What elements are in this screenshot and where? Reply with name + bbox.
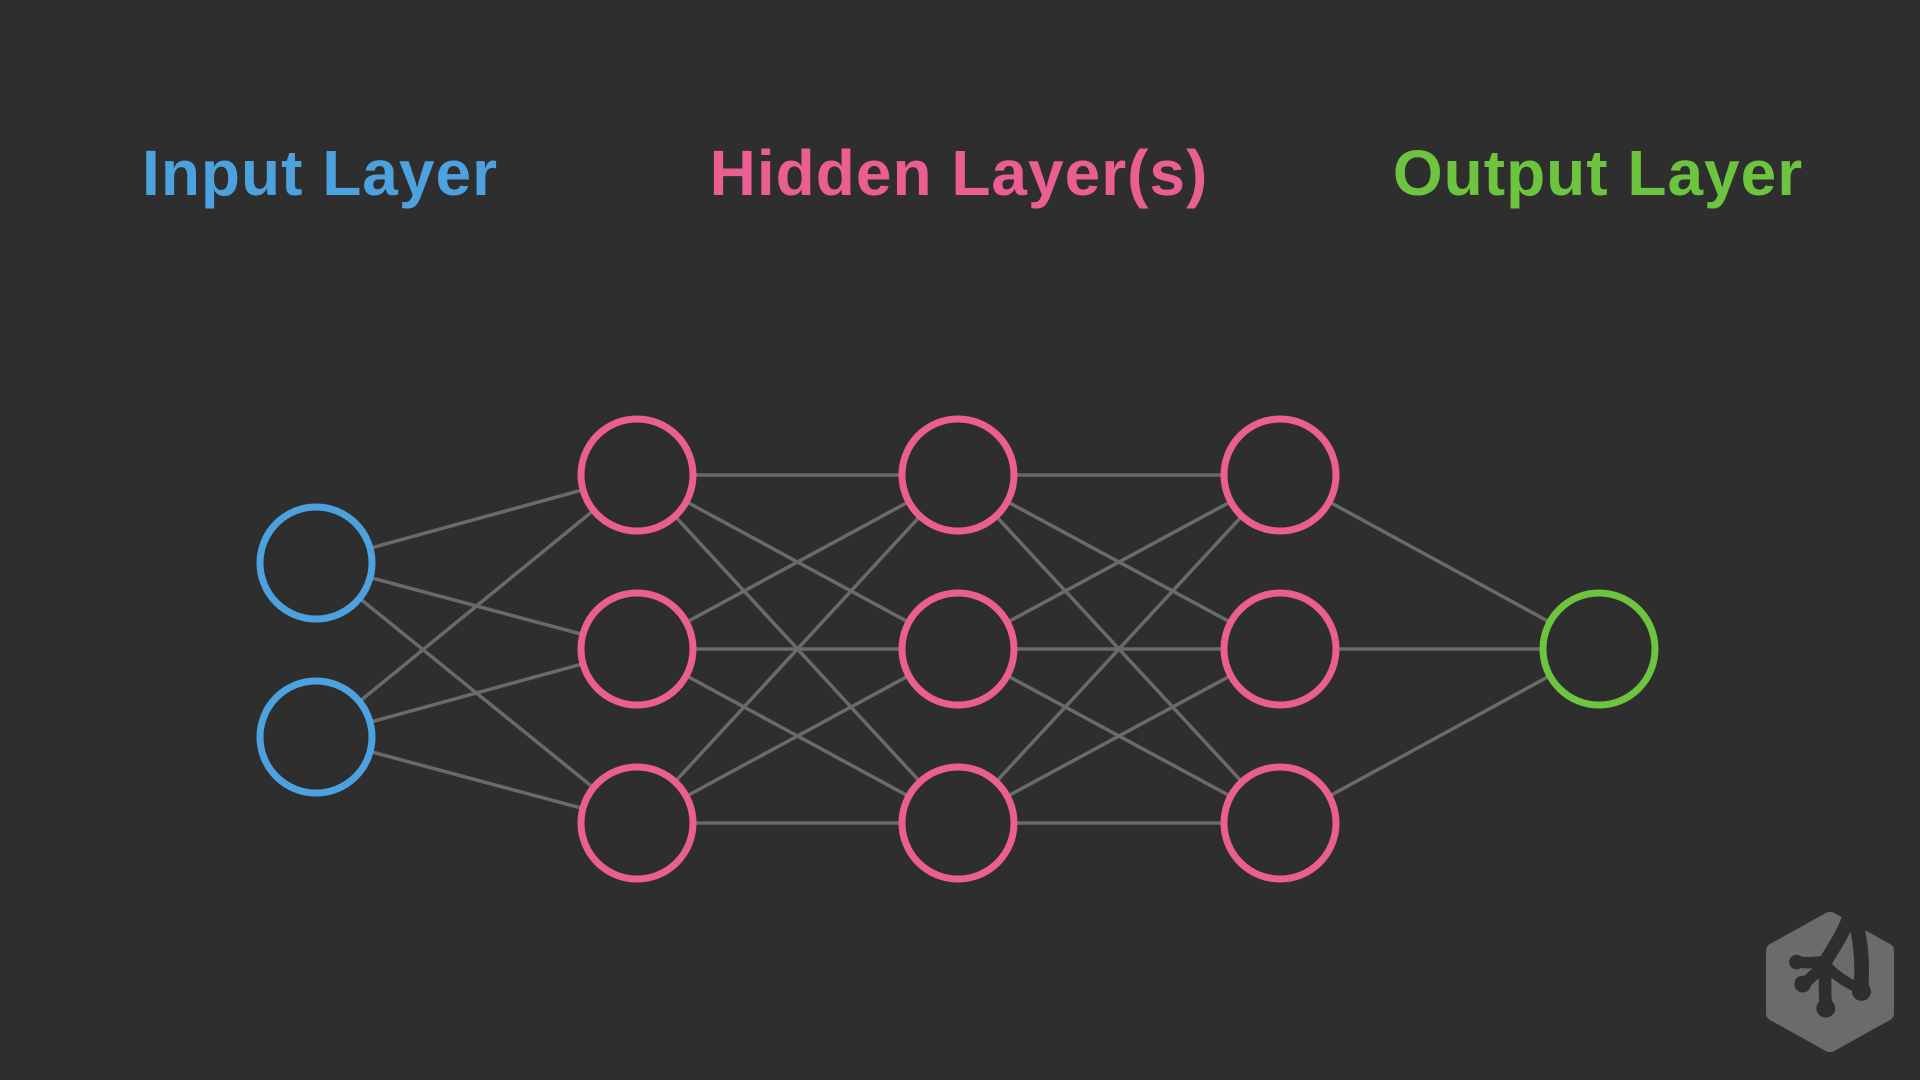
input-layer-node-2 <box>256 677 376 797</box>
hidden-layer-2-node-2 <box>898 589 1018 709</box>
hidden-layer-3-node-2 <box>1220 589 1340 709</box>
connection-line <box>636 473 959 651</box>
hidden-layer-2-node-1 <box>898 415 1018 535</box>
connection-line <box>1279 473 1600 651</box>
hidden-layer-2-node-3 <box>898 763 1018 883</box>
connection-line <box>636 647 959 825</box>
output-layer-title: Output Layer <box>1392 137 1804 209</box>
hidden-layer-1-node-1 <box>577 415 697 535</box>
treehouse-logo <box>1765 907 1895 1053</box>
connection-line <box>957 473 1281 651</box>
badge-branch-cutout <box>1789 907 1871 1018</box>
connection-line <box>956 473 1282 825</box>
connection-line <box>635 473 960 825</box>
connection-line <box>957 647 1281 825</box>
hidden-layer-1-node-3 <box>577 763 697 883</box>
input-layer-node-1 <box>256 503 376 623</box>
hidden-layer-title: Hidden Layer(s) <box>709 137 1209 209</box>
hidden-layer-3-node-1 <box>1220 415 1340 535</box>
treehouse-badge-icon <box>1766 907 1894 1053</box>
connection-line <box>1279 647 1600 825</box>
input-layer-title: Input Layer <box>142 137 498 209</box>
hidden-layer-1-node-2 <box>577 589 697 709</box>
hidden-layer-3-node-3 <box>1220 763 1340 883</box>
output-layer-node-1 <box>1539 589 1659 709</box>
connection-line <box>314 473 639 739</box>
